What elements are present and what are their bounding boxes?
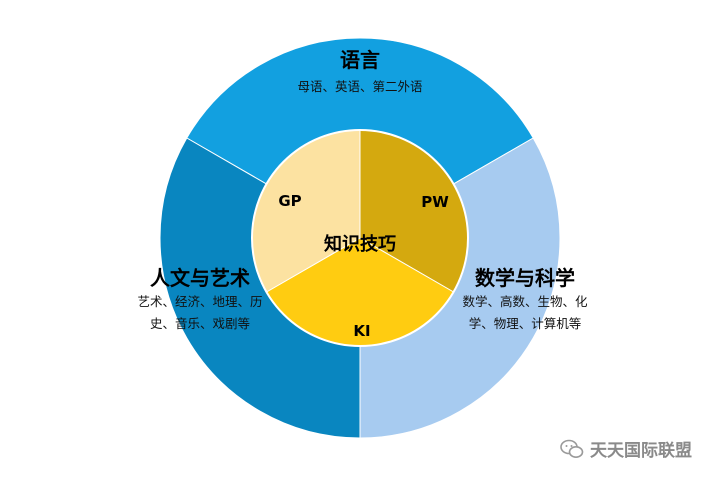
humanities-arts-title: 人文与艺术 bbox=[150, 266, 250, 290]
humanities-arts-description-line-1: 艺术、经济、地理、历 bbox=[137, 294, 263, 309]
inner-label-gp: GP bbox=[278, 192, 302, 210]
inner-ring-border bbox=[251, 129, 469, 347]
language-description: 母语、英语、第二外语 bbox=[297, 79, 423, 94]
wechat-icon bbox=[560, 439, 584, 458]
humanities-arts-description-line-2: 史、音乐、戏剧等 bbox=[149, 316, 250, 331]
watermark: 天天国际联盟 bbox=[560, 436, 692, 461]
language-title: 语言 bbox=[340, 48, 380, 72]
inner-label-ki: KI bbox=[353, 322, 371, 340]
math-science-title: 数学与科学 bbox=[475, 266, 575, 290]
math-science-description-line-1: 数学、高数、生物、化 bbox=[462, 294, 588, 309]
math-science-description-line-2: 学、物理、计算机等 bbox=[468, 316, 582, 331]
watermark-text: 天天国际联盟 bbox=[590, 441, 692, 461]
center-label: 知识技巧 bbox=[324, 234, 396, 255]
inner-label-pw: PW bbox=[421, 193, 449, 211]
